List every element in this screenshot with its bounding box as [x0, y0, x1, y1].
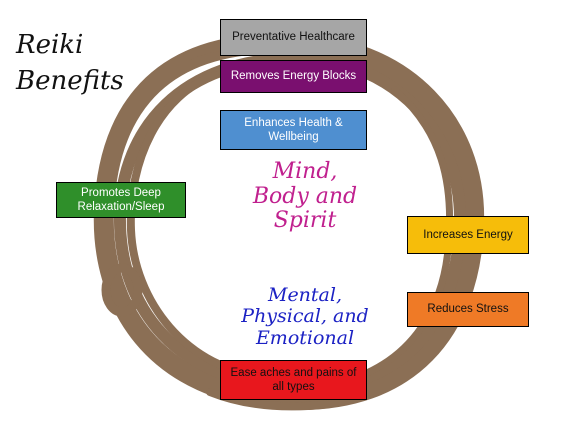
benefit-label: Reduces Stress [427, 303, 509, 316]
ring-stroke-outer [93, 34, 485, 411]
benefit-removes-energy-blocks: Removes Energy Blocks [220, 60, 367, 93]
emotional-line: Emotional [255, 326, 355, 349]
mental-physical-emotional-text: Mental, Physical, and Emotional [210, 284, 400, 349]
ring-blot [101, 263, 143, 317]
benefit-enhances-health: Enhances Health & Wellbeing [220, 110, 367, 150]
benefit-label: Preventative Healthcare [232, 31, 355, 44]
benefit-label: Ease aches and pains of all types [230, 366, 357, 393]
ring-stroke-inner [126, 71, 274, 382]
title-line-2: Benefits [16, 66, 124, 96]
benefit-deep-relaxation: Promotes Deep Relaxation/Sleep [56, 182, 186, 218]
benefit-label: Promotes Deep Relaxation/Sleep [77, 186, 165, 213]
benefit-reduces-stress: Reduces Stress [407, 292, 529, 327]
mind-line: Mind, [272, 159, 338, 184]
spirit-line: Spirit [273, 208, 337, 234]
benefit-label: Enhances Health & Wellbeing [244, 116, 343, 143]
benefit-ease-aches: Ease aches and pains of all types [220, 360, 367, 400]
title-line-1: Reiki [16, 30, 84, 60]
mind-body-spirit-text: Mind, Body and Spirit [210, 159, 400, 234]
benefit-increases-energy: Increases Energy [407, 216, 529, 254]
body-line: Body and [252, 183, 358, 209]
benefit-label: Increases Energy [423, 228, 513, 241]
benefit-label: Removes Energy Blocks [230, 70, 357, 83]
mental-line: Mental, [267, 284, 342, 306]
physical-line: Physical, and [241, 305, 369, 328]
benefit-preventative-healthcare: Preventative Healthcare [220, 19, 367, 56]
